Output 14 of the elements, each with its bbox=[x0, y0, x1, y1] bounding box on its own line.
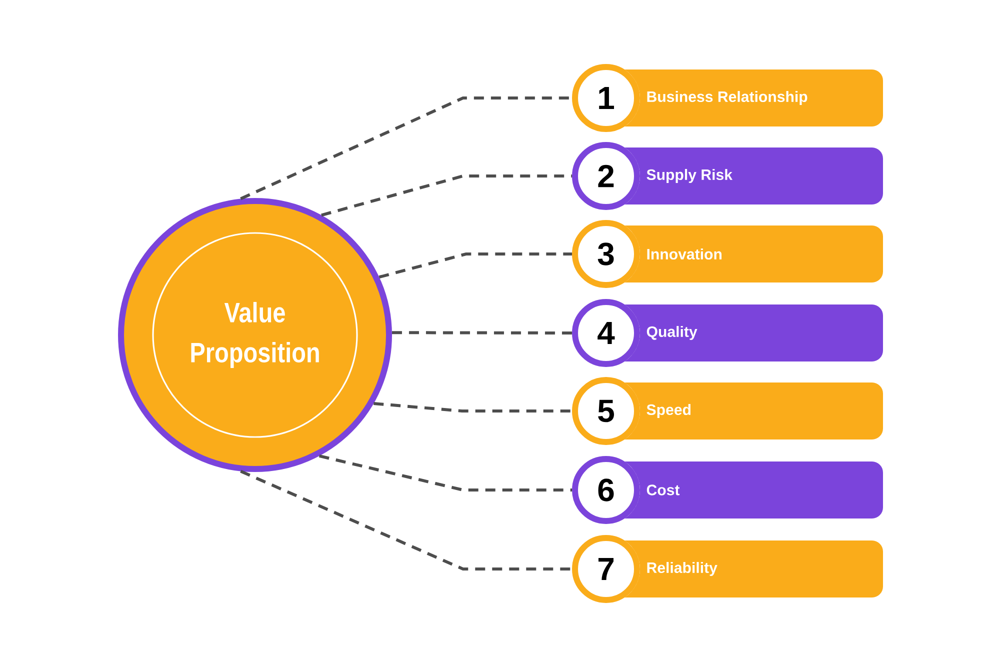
label-bar: Quality bbox=[624, 304, 883, 362]
label-bar: Speed bbox=[624, 382, 883, 440]
label-bar: Business Relationship bbox=[624, 70, 883, 126]
dashed-line bbox=[378, 252, 572, 279]
dashed-line bbox=[392, 331, 572, 334]
dashed-line bbox=[240, 96, 572, 200]
dashed-line bbox=[321, 174, 572, 217]
label-bar: Innovation bbox=[624, 226, 883, 282]
label-bar: Reliability bbox=[624, 540, 883, 598]
dashed-line bbox=[240, 470, 572, 570]
dashed-line bbox=[318, 454, 572, 492]
label-bar: Cost bbox=[624, 462, 883, 518]
label-bar: Supply Risk bbox=[624, 148, 883, 204]
dashed-line bbox=[374, 402, 572, 412]
